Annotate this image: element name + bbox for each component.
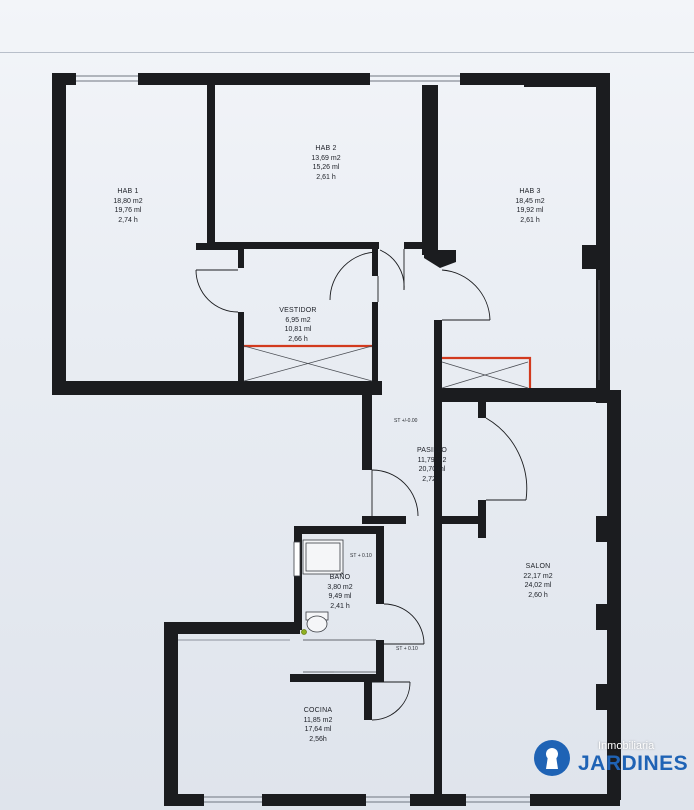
room-area: 11,85 m2	[303, 716, 333, 724]
wall-cocina-bottom-a	[164, 794, 204, 806]
room-perimeter: 19,92 ml	[516, 207, 544, 214]
wall-bottom-c	[410, 794, 466, 806]
wall-vest-left-top	[238, 248, 244, 268]
wall-hall-left-b	[362, 516, 406, 524]
wall-cocina-right-a	[364, 680, 372, 720]
wall-salon-left	[434, 520, 442, 806]
room-height: 2,60 h	[528, 591, 548, 599]
wall-hall-left-a	[362, 390, 372, 470]
wall-bano-right-b	[376, 640, 384, 680]
room-area: 11,79 m2	[417, 456, 447, 464]
room-height: 2,56h	[309, 735, 327, 743]
keyhole-logo-icon	[534, 740, 570, 776]
room-area: 13,69 m2	[311, 154, 341, 162]
room-area: 18,45 m2	[515, 197, 545, 205]
wall-top-mid	[138, 73, 370, 85]
room-name: VESTIDOR	[279, 307, 317, 314]
wall-hab2-hab3	[422, 85, 438, 255]
room-label-bano: BAÑO 3,80 m2 9,49 ml 2,41 h	[327, 573, 352, 611]
wall-cocina-top	[164, 622, 300, 634]
wall-hab1-hab2	[207, 85, 215, 245]
room-perimeter: 24,02 ml	[524, 582, 552, 589]
room-name: COCINA	[303, 707, 333, 714]
wall-salon-pillar3	[596, 684, 610, 710]
room-area: 22,17 m2	[523, 572, 553, 580]
wall-bano-top	[294, 526, 382, 534]
wall-hab2-bottom	[207, 242, 379, 249]
walls	[52, 73, 621, 806]
wall-bano-left	[294, 526, 302, 630]
wall-top-right	[524, 73, 610, 87]
room-name: HAB 2	[315, 145, 337, 152]
wall-right-top	[596, 73, 610, 403]
wall-vest-right-top	[372, 248, 378, 276]
wall-hall-right	[434, 320, 442, 520]
paper-edge	[0, 52, 694, 53]
bathroom-fixtures	[293, 539, 376, 673]
wall-salon-pillar2	[596, 604, 610, 630]
room-perimeter: 9,49 ml	[328, 593, 352, 600]
doors	[195, 249, 528, 721]
room-area: 18,80 m2	[113, 197, 143, 205]
room-area: 6,95 m2	[285, 316, 311, 324]
wall-salon-door-top	[478, 388, 486, 418]
room-perimeter: 17,64 ml	[304, 726, 332, 733]
room-label-hab1: HAB 1 18,80 m2 19,76 ml 2,74 h	[113, 187, 142, 225]
room-height: 2,41 h	[330, 602, 350, 610]
wall-vest-right	[372, 302, 378, 382]
room-height: 2,72 h	[422, 475, 442, 483]
wall-bottom-d	[530, 794, 620, 806]
room-name: BAÑO	[329, 574, 351, 581]
room-name: HAB 1	[117, 188, 139, 195]
wall-hab2-bottom-r	[404, 242, 424, 249]
room-label-pasillo: PASILLO 11,79 m2 20,70 ml 2,72 h	[417, 446, 447, 484]
room-area: 3,80 m2	[327, 583, 353, 591]
brand-name: JARDINES	[578, 752, 689, 775]
wall-hab3-bottom	[440, 388, 610, 402]
wall-hab1-bottom	[52, 381, 382, 395]
room-perimeter: 10,81 ml	[284, 326, 312, 333]
wall-right-pillar	[582, 245, 598, 269]
room-label-hab3: HAB 3 18,45 m2 19,92 ml 2,61 h	[515, 187, 544, 225]
wall-cocina-bottom-b	[262, 794, 366, 806]
room-label-cocina: COCINA 11,85 m2 17,64 ml 2,56h	[304, 706, 333, 744]
brand-watermark: Inmobiliaria JARDINES	[532, 736, 688, 780]
room-label-vestidor: VESTIDOR 6,95 m2 10,81 ml 2,66 h	[279, 306, 316, 344]
room-height: 2,66 h	[288, 335, 308, 343]
wall-bano-right	[376, 526, 384, 604]
room-height: 2,61 h	[316, 173, 336, 181]
room-perimeter: 19,76 ml	[114, 207, 142, 214]
wall-hall-salon	[434, 516, 482, 524]
windows	[76, 75, 600, 803]
room-name: SALON	[525, 563, 551, 570]
room-label-salon: SALON 22,17 m2 24,02 ml 2,60 h	[523, 562, 552, 600]
wall-right-bottom	[607, 390, 621, 800]
wall-hab3-corner	[424, 250, 456, 268]
wall-salon-pillar1	[596, 516, 610, 542]
room-label-hab2: HAB 2 13,69 m2 15,26 ml 2,61 h	[311, 144, 340, 182]
room-height: 2,61 h	[520, 216, 540, 224]
wall-top-mid2	[460, 73, 524, 85]
brand-tagline: Inmobiliaria	[598, 740, 655, 752]
wall-left	[52, 73, 66, 393]
room-name: HAB 3	[519, 188, 541, 195]
kitchen-details	[178, 639, 350, 673]
level-marker-bano: ST + 0.10	[350, 553, 372, 559]
closets	[243, 344, 532, 389]
wall-vest-left	[238, 312, 244, 382]
wall-cocina-left	[164, 622, 178, 806]
wall-bano-bottom	[290, 674, 384, 682]
level-marker-cocina: ST + 0.10	[396, 646, 418, 652]
room-perimeter: 20,70 ml	[418, 466, 446, 473]
room-height: 2,74 h	[118, 216, 138, 224]
level-marker-pasillo: ST +/-0.00	[394, 418, 418, 424]
room-perimeter: 15,26 ml	[312, 164, 340, 171]
room-name: PASILLO	[416, 447, 448, 454]
